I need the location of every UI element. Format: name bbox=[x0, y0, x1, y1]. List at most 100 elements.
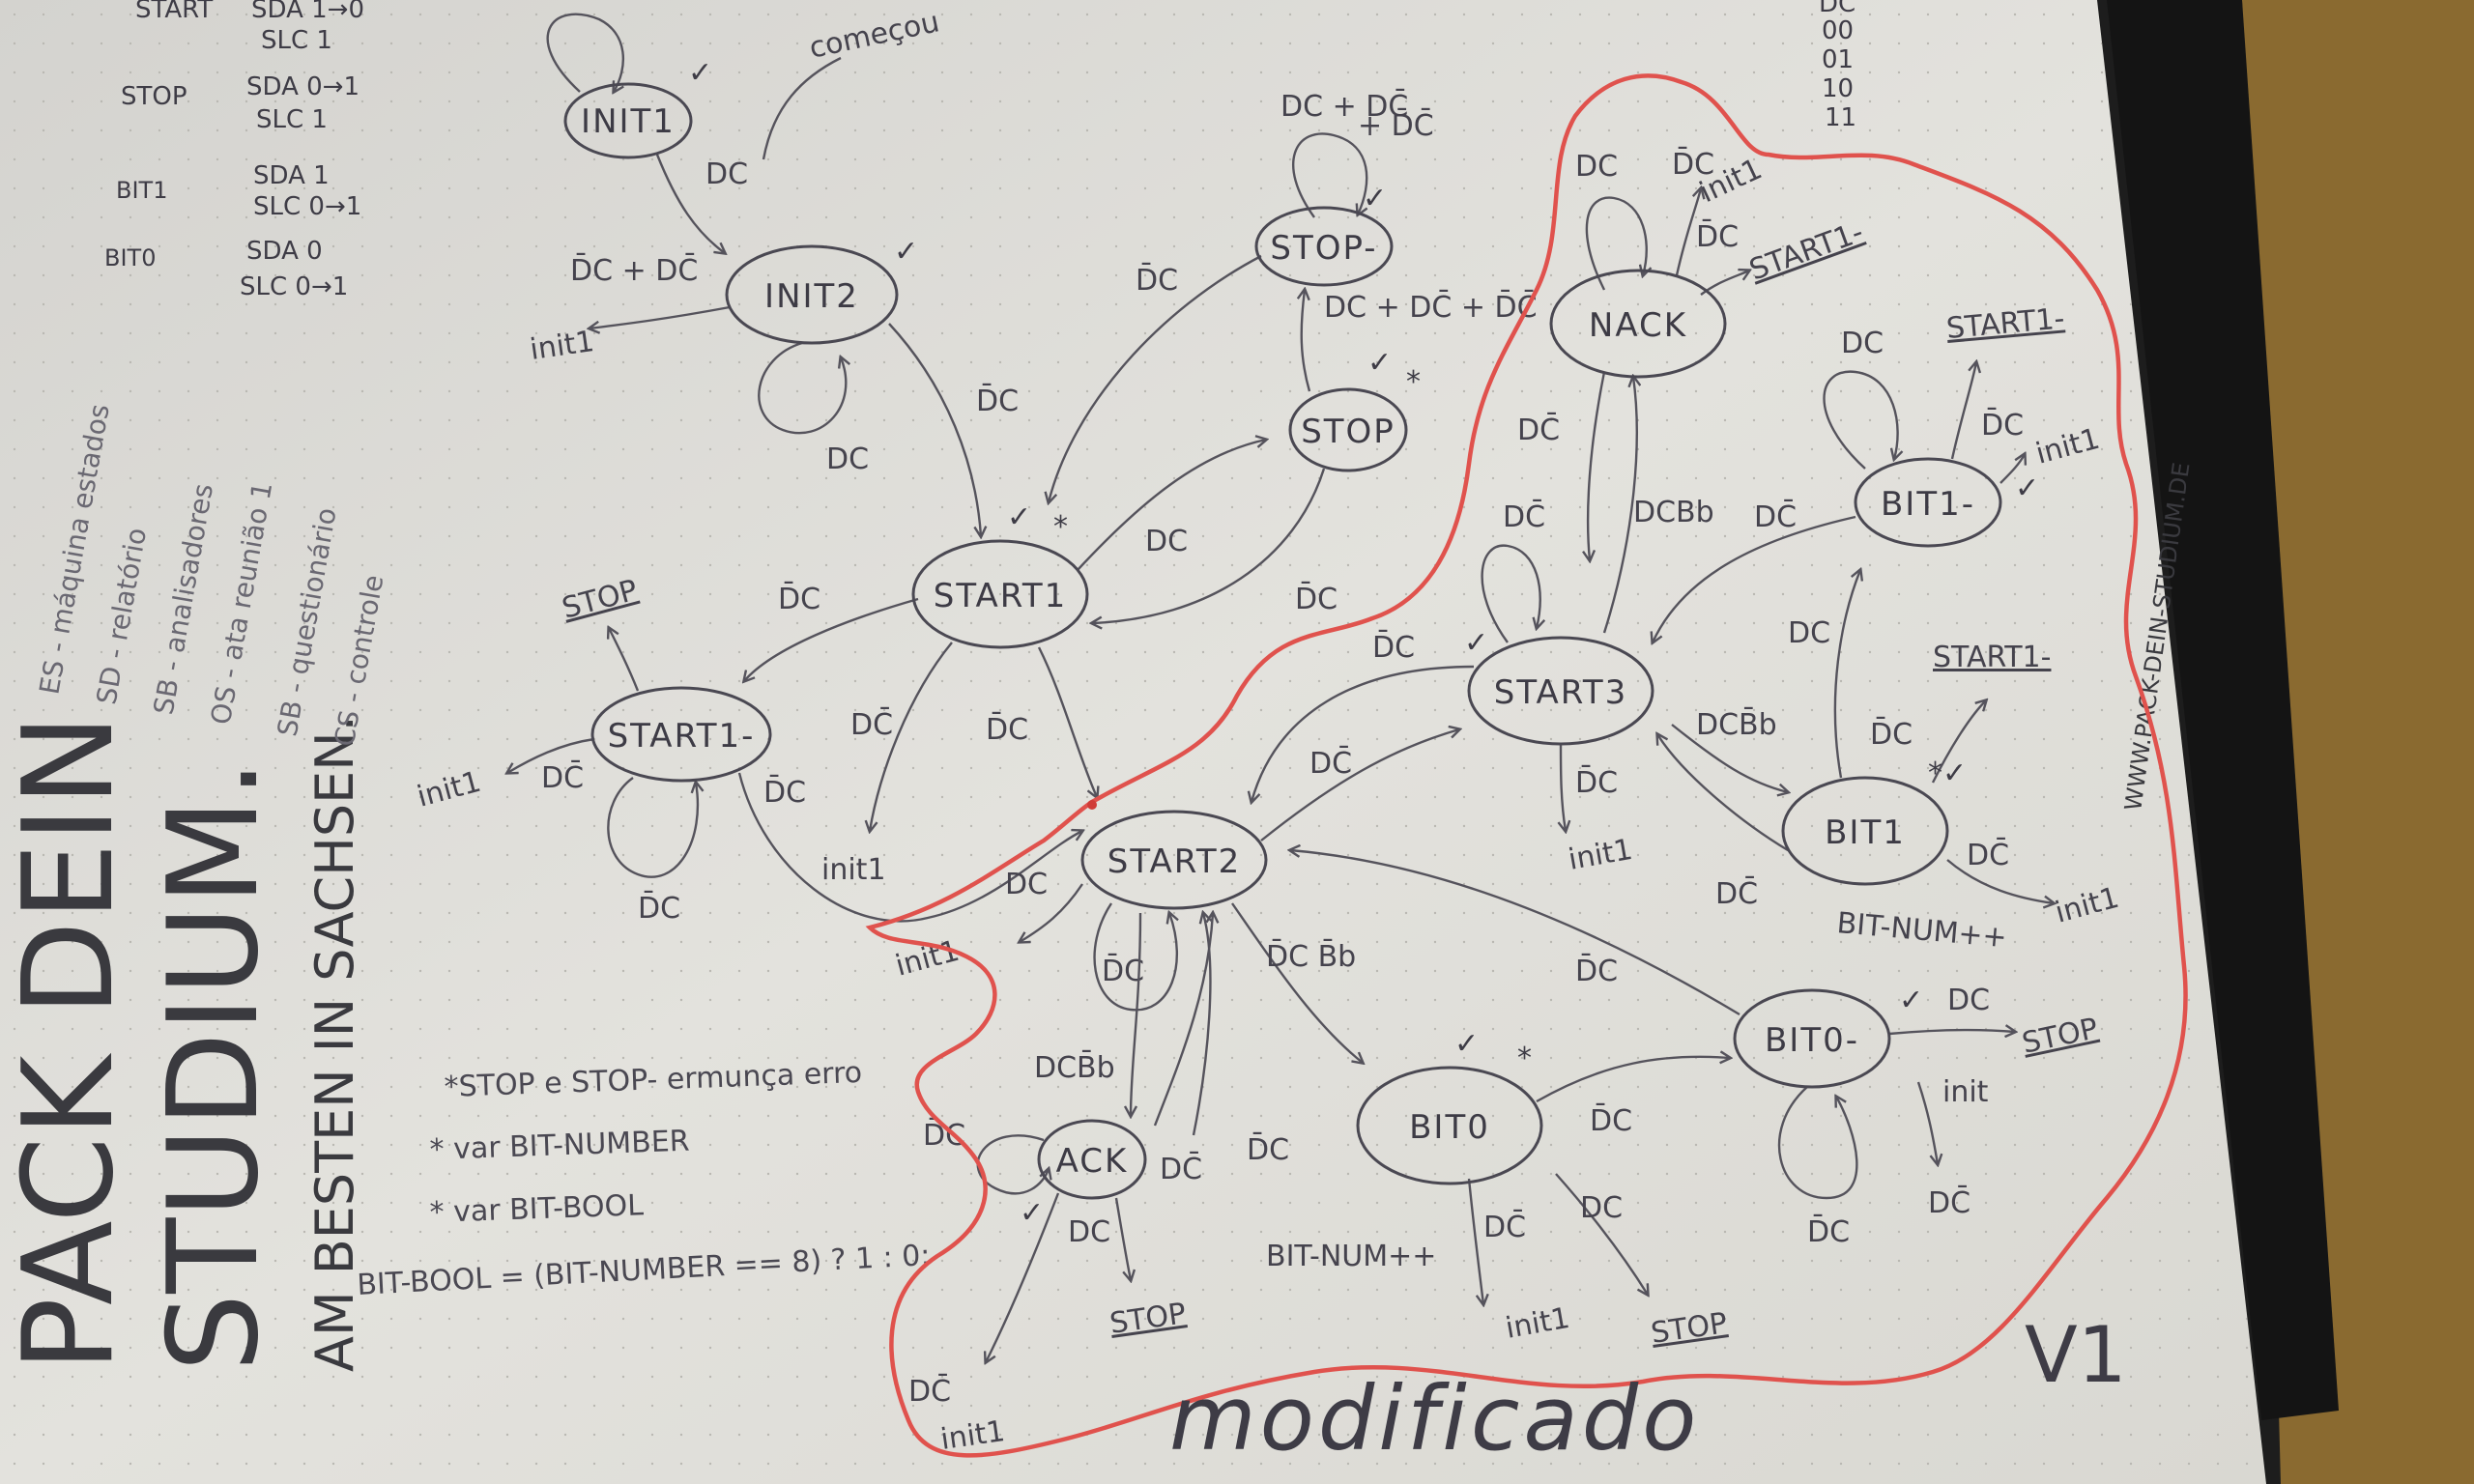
state-start1-minus-label: START1- bbox=[608, 717, 756, 756]
edge-bit1-start3 bbox=[1657, 734, 1789, 852]
edge-start2-ack bbox=[1131, 912, 1142, 1116]
edge-init2-start1 bbox=[888, 323, 981, 536]
label-start2-start3: DC̄ bbox=[1309, 746, 1352, 781]
note-2: * var BIT-BOOL bbox=[429, 1188, 645, 1230]
state-start2-label: START2 bbox=[1108, 842, 1242, 881]
state-bit0: BIT0 bbox=[1356, 1066, 1543, 1185]
svg-text:✓: ✓ bbox=[1367, 346, 1392, 380]
brand-line1: PACK DEIN bbox=[0, 714, 141, 1372]
edge-start1-stop bbox=[1077, 440, 1266, 571]
code-0: DC bbox=[1819, 0, 1856, 18]
label-bit1-start3: DC̄ bbox=[1715, 876, 1758, 911]
edge-start1minus-start2 bbox=[737, 772, 1082, 923]
legend-bit0-sig2: SLC 0→1 bbox=[240, 272, 348, 301]
label-start1-out: DC̄ bbox=[850, 707, 893, 742]
state-start2: START2 bbox=[1080, 810, 1268, 910]
state-stop-minus-label: STOP- bbox=[1270, 229, 1377, 268]
label-init1-init2: DC bbox=[705, 157, 748, 191]
svg-text:✓: ✓ bbox=[2015, 471, 2039, 505]
legend-bit1-sig1: SDA 1 bbox=[253, 161, 330, 190]
edge-start2-self bbox=[1093, 902, 1177, 1012]
label-start3-nack: DCBb bbox=[1633, 496, 1714, 529]
legend-stop-sig1: SDA 0→1 bbox=[246, 72, 360, 101]
label-ack-start2: D̄C bbox=[1247, 1132, 1289, 1167]
edge-stop-start1 bbox=[1092, 468, 1326, 623]
label-bit1minus-out: D̄C bbox=[1981, 408, 2024, 442]
svg-text:✓: ✓ bbox=[1899, 984, 1923, 1017]
state-init1: INIT1 bbox=[563, 82, 693, 159]
edge-start2-out bbox=[1020, 883, 1083, 942]
state-ack-label: ACK bbox=[1056, 1142, 1129, 1181]
legend-stop-name: STOP bbox=[121, 82, 187, 111]
legend-bit1-name: BIT1 bbox=[116, 177, 167, 204]
label-start3-bit1: DCB̄b bbox=[1696, 707, 1777, 742]
state-start3: START3 bbox=[1467, 636, 1654, 746]
edge-nack-start3 bbox=[1588, 371, 1606, 560]
svg-text:✓: ✓ bbox=[894, 235, 918, 269]
label-start1minus-self: D̄C bbox=[638, 891, 680, 926]
edge-start3-start2 bbox=[1251, 665, 1475, 802]
edge-bit0-out-a bbox=[1467, 1178, 1483, 1304]
edge-start2-bit0 bbox=[1231, 902, 1363, 1063]
edge-start1-start2 bbox=[1037, 646, 1097, 797]
label-start3-out: D̄C bbox=[1575, 765, 1618, 800]
edge-start3-bit1 bbox=[1671, 724, 1788, 792]
label-bit0minus-stop: DC bbox=[1947, 984, 1990, 1017]
label-start1-out-target: init1 bbox=[821, 853, 886, 887]
label-start3-self: DC̄ bbox=[1503, 499, 1545, 534]
label-init2-out: D̄C + DC̄ bbox=[570, 253, 698, 288]
state-init2-label: INIT2 bbox=[764, 277, 859, 316]
label-bit1-out-a: D̄C bbox=[1870, 717, 1913, 752]
code-legend: DC 00 01 10 11 bbox=[1819, 0, 1856, 132]
legend-start-sig2: SLC 1 bbox=[261, 26, 332, 55]
label-stop-stopminus: DC + DC̄ + D̄C̄ bbox=[1324, 290, 1538, 325]
code-4: 11 bbox=[1825, 103, 1856, 132]
state-ack: ACK bbox=[1037, 1119, 1147, 1200]
legend-start-sig1: SDA 1→0 bbox=[251, 0, 364, 24]
state-bit0-minus-label: BIT0- bbox=[1765, 1021, 1859, 1060]
label-stop-start1: D̄C bbox=[1295, 582, 1338, 616]
svg-text:*: * bbox=[1053, 510, 1068, 544]
edge-bit1-out-a bbox=[1931, 700, 1986, 784]
edge-init2-self bbox=[758, 341, 846, 435]
edge-start1-start1minus bbox=[744, 597, 919, 681]
legend-start-name: START bbox=[135, 0, 213, 24]
edge-stopminus-self bbox=[1292, 132, 1368, 218]
label-start1-start1minus: D̄C bbox=[778, 582, 820, 616]
label-start1-start2: D̄C bbox=[986, 712, 1028, 747]
label-bit1-out-b: DC̄ bbox=[1967, 838, 2009, 872]
label-nack-out-b: D̄C bbox=[1696, 219, 1739, 254]
dot-grid bbox=[0, 0, 2266, 1484]
edge-bit1-out-b bbox=[1946, 859, 2054, 903]
signal-legend: START SDA 1→0 SLC 1 STOP SDA 0→1 SLC 1 B… bbox=[104, 0, 364, 301]
edge-ack-start2-b bbox=[1192, 913, 1210, 1136]
code-3: 10 bbox=[1822, 74, 1854, 103]
label-init2-start1: D̄C bbox=[976, 384, 1019, 418]
label-bit0minus-self: D̄C bbox=[1807, 1214, 1850, 1249]
svg-text:*: * bbox=[1406, 365, 1421, 399]
state-bit0-minus: BIT0- bbox=[1733, 988, 1891, 1089]
svg-text:✓: ✓ bbox=[1020, 1196, 1044, 1230]
label-nack-self: DC bbox=[1575, 150, 1618, 184]
edge-start1minus-stop bbox=[609, 628, 640, 692]
edge-start3-self bbox=[1481, 544, 1540, 643]
edge-stop-stopminus bbox=[1302, 290, 1311, 392]
edge-start3-out bbox=[1561, 743, 1566, 831]
edge-ack-self bbox=[976, 1134, 1049, 1195]
edge-bit1minus-out bbox=[1999, 454, 2025, 484]
edge-ack-out-a bbox=[1114, 1197, 1131, 1280]
brand-block: PACK DEIN STUDIUM. AM BESTEN IN SACHSEN. bbox=[0, 714, 365, 1372]
edge-nack-out-a bbox=[1675, 188, 1701, 276]
comecou-pointer bbox=[762, 56, 842, 160]
label-bit0-out-b: DC bbox=[1580, 1191, 1623, 1225]
edge-bit0minus-self bbox=[1777, 1086, 1858, 1200]
label-bit1minus-start3: DC̄ bbox=[1754, 499, 1797, 534]
brand-tagline: AM BESTEN IN SACHSEN. bbox=[304, 715, 365, 1372]
state-bit0-label: BIT0 bbox=[1409, 1108, 1490, 1147]
label-stopminus-start1: D̄C bbox=[1136, 263, 1178, 298]
svg-text:✓: ✓ bbox=[1007, 500, 1031, 534]
outline-dot bbox=[1087, 800, 1097, 810]
label-start2-ack: DCB̄b bbox=[1034, 1050, 1115, 1085]
state-start1: START1 bbox=[911, 539, 1089, 649]
svg-text:✓: ✓ bbox=[1454, 1027, 1479, 1061]
